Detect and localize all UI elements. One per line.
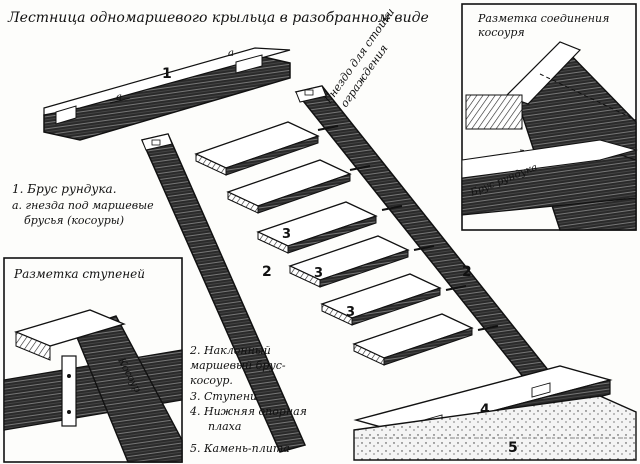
legend-bottom-line-4: 3. Ступени xyxy=(190,390,257,403)
legend-bottom-line-1: 2. Наклонный xyxy=(189,344,271,357)
inset-joint-title-line2: косоуря xyxy=(478,26,525,39)
tread xyxy=(288,235,410,288)
tread xyxy=(226,159,352,214)
inset-joint-title-line1: Разметка соединения xyxy=(477,12,609,25)
legend-bottom-line-6: плаха xyxy=(208,420,241,433)
part-number-1: 1 xyxy=(162,66,172,82)
tread xyxy=(194,121,320,176)
legend-left-line-2: а. гнезда под маршевые xyxy=(12,199,154,212)
stone-slab xyxy=(353,395,637,461)
part-number-4: 4 xyxy=(480,402,490,418)
legend-left-line-1: 1. Брус рундука. xyxy=(12,182,117,196)
treads xyxy=(194,121,474,366)
part-number-3-c: 3 xyxy=(346,305,355,320)
drawing-title: Лестница одномаршевого крыльца в разобра… xyxy=(7,10,429,26)
legend-bottom-line-3: косоур. xyxy=(190,374,233,387)
left-stringer xyxy=(140,133,307,453)
part-number-2-right: 2 xyxy=(462,264,472,280)
inset-stringer-joint xyxy=(461,3,638,231)
legend-bottom-line-2: маршевый брус- xyxy=(190,359,286,372)
landing-beam xyxy=(43,47,291,141)
part-number-3-b: 3 xyxy=(314,266,323,281)
legend-bottom-line-5: 4. Нижняя опорная xyxy=(189,405,307,418)
socket-mark-a-left: а xyxy=(116,92,122,103)
part-number-3-a: 3 xyxy=(282,227,291,242)
part-number-2-left: 2 xyxy=(262,264,272,280)
legend-left-line-3: брусья (косоуры) xyxy=(24,214,124,227)
tread xyxy=(320,273,442,326)
legend-left: 1. Брус рундука. а. гнезда под маршевые … xyxy=(12,182,154,227)
tread xyxy=(352,313,474,366)
part-number-5: 5 xyxy=(508,440,518,456)
tread xyxy=(256,201,378,254)
legend-bottom-line-7: 5. Камень-плита xyxy=(190,442,290,455)
inset-tread-title: Разметка ступеней xyxy=(13,267,145,281)
inset-tread-marking xyxy=(3,257,183,463)
legend-bottom: 2. Наклонный маршевый брус- косоур. 3. С… xyxy=(189,344,307,455)
socket-mark-a-right: а xyxy=(228,48,234,59)
